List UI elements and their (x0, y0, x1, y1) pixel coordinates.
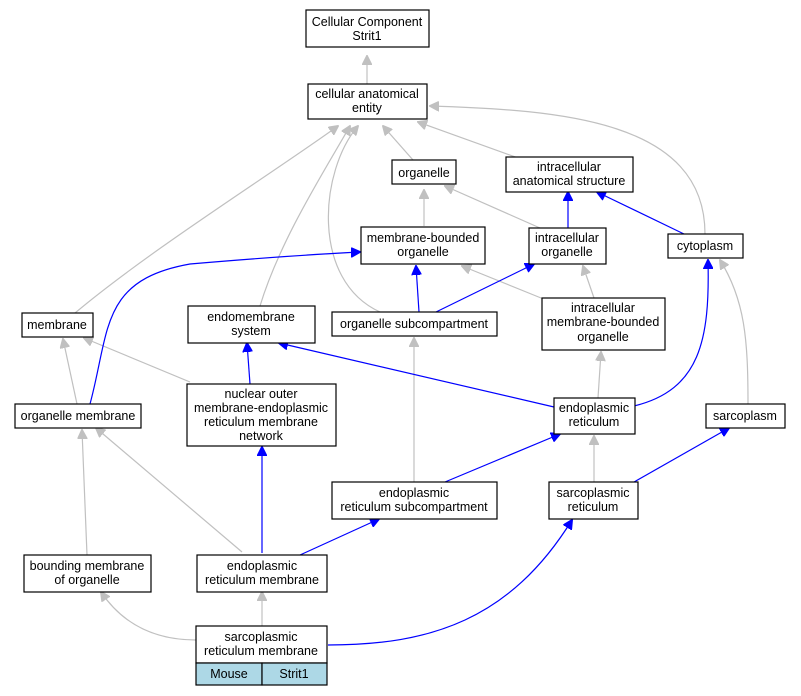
edge-er-to-cytoplasm (633, 260, 708, 407)
edge-cytoplasm-to-ias (597, 192, 685, 235)
svg-text:organelle: organelle (398, 166, 449, 180)
node-cytoplasm[interactable]: cytoplasm (667, 233, 744, 259)
edge-endomembrane-to-cae (259, 126, 350, 307)
edge-sarcoplasm-to-cytoplasm (720, 260, 749, 405)
edge-erm-to-ersub (299, 519, 379, 556)
edge-erm-to-orgmem (96, 428, 243, 553)
edge-srr-to-sarcoplasm (626, 428, 729, 487)
edge-er-to-endomembrane (279, 343, 555, 408)
node-membrane[interactable]: membrane (21, 312, 94, 338)
edge-orgmem-to-membrane (63, 339, 78, 405)
edge-srm-to-bmo (101, 592, 197, 641)
edge-membrane-to-cae (74, 126, 338, 314)
edge-imbo-to-intraorg (583, 266, 595, 299)
edge-orgsub-to-cae (327, 126, 381, 313)
edge-orgmem-to-mbo (89, 252, 360, 405)
node-organelle[interactable]: organelle (391, 159, 457, 185)
focus-gene-legend: Mouse Strit1 (195, 662, 328, 686)
svg-text:cytoplasm: cytoplasm (677, 239, 733, 253)
edge-ias-to-cae (418, 122, 519, 159)
edge-er-to-imbo (598, 352, 601, 399)
edge-bmo-to-orgmem (82, 430, 88, 556)
edge-ersub-to-er (444, 434, 560, 483)
edge-nomer-to-membrane (84, 338, 191, 383)
legend-gene: Strit1 (279, 667, 308, 681)
edges (63, 56, 749, 646)
edge-srm-to-srr (327, 520, 572, 646)
svg-text:membrane: membrane (27, 318, 87, 332)
node-organelle-membrane[interactable]: organelle membrane (14, 403, 142, 429)
edge-organelle-to-cae (383, 126, 414, 161)
svg-text:organelle membrane: organelle membrane (21, 409, 136, 423)
svg-text:organelle subcompartment: organelle subcompartment (340, 317, 489, 331)
node-organelle-subcompartment[interactable]: organelle subcompartment (331, 311, 498, 337)
edge-imbo-to-mbo (462, 266, 547, 301)
node-sarcoplasm[interactable]: sarcoplasm (705, 403, 786, 429)
svg-text:sarcoplasm: sarcoplasm (713, 409, 777, 423)
edge-orgsub-to-mbo (416, 266, 419, 313)
legend-gene-cell (261, 662, 328, 686)
edge-cytoplasm-to-cae (430, 106, 706, 235)
legend-species: Mouse (210, 667, 248, 681)
edge-intraorg-to-organelle (445, 186, 541, 229)
edge-orgsub-to-intraorg (435, 264, 534, 313)
edge-nomer-to-endomembrane (247, 343, 250, 385)
